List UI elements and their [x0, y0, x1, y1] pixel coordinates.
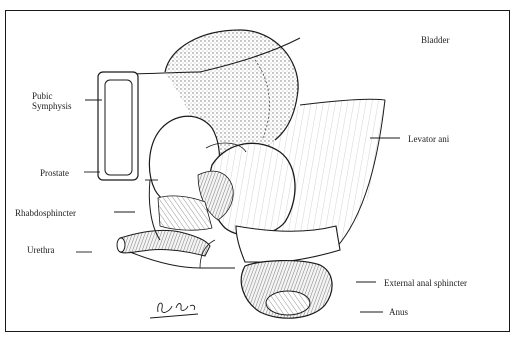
urethra-shape	[120, 230, 210, 256]
anus-shape	[266, 291, 310, 315]
anal-canal	[236, 226, 340, 262]
label-bladder: Bladder	[421, 35, 450, 45]
label-pubic-symphysis: Pubic Symphysis	[32, 91, 72, 111]
label-levator-ani: Levator ani	[408, 134, 449, 144]
label-rhabdosphincter: Rhabdosphincter	[15, 208, 76, 218]
signature	[150, 303, 198, 318]
label-anus: Anus	[389, 307, 408, 317]
label-prostate: Prostate	[40, 168, 69, 178]
label-urethra: Urethra	[27, 245, 54, 255]
label-external-anal-sphincter: External anal sphincter	[384, 278, 467, 288]
